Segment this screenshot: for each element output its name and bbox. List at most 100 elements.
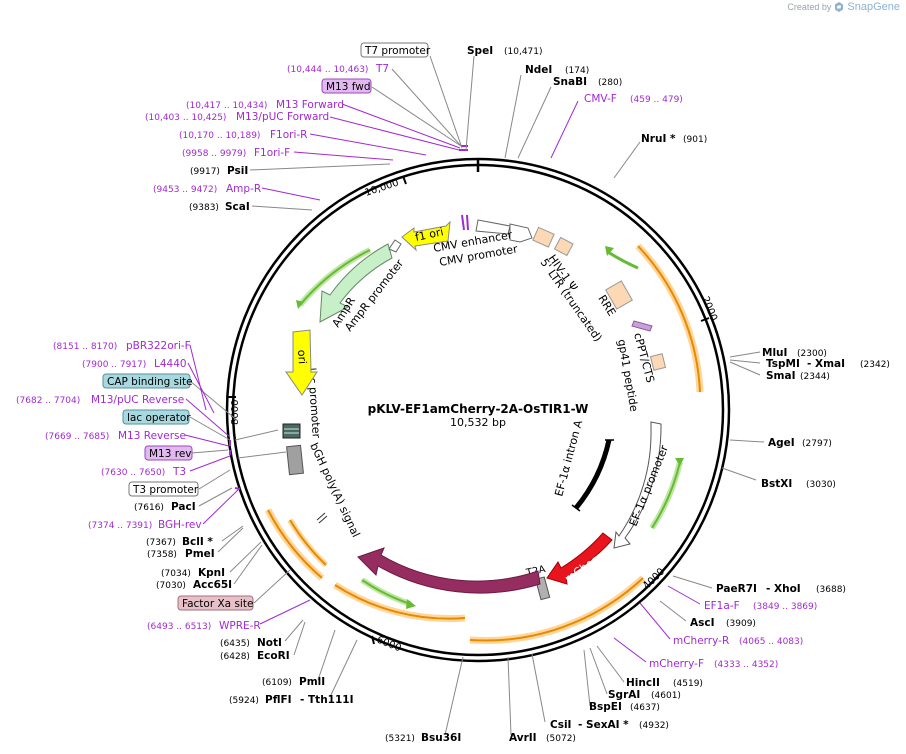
leader-ecori (293, 621, 306, 656)
orf-bands (264, 243, 704, 644)
site-f1ori-r: F1ori-R (270, 129, 307, 141)
leader-noti (284, 619, 304, 642)
feature-label-ef1a-intron: EF-1α intron A (552, 418, 585, 497)
box-cap-binding (102, 373, 191, 389)
leader-wpre-r (259, 599, 311, 625)
orf-arrow-ef1a-line (651, 461, 681, 529)
site-pos-bgh-rev: (7374 .. 7391) (88, 521, 152, 531)
leader-spei (465, 55, 475, 151)
plasmid-title: pKLV-EF1amCherry-2A-OsTIR1-W 10,532 bp (368, 402, 589, 429)
site-pos-pmei: (7358) (147, 550, 177, 560)
leader-agei (729, 439, 765, 443)
credit-brand: SnapGene (847, 1, 900, 13)
site-pos-pmli: (6109) (262, 678, 292, 688)
site-pos-hincii: (4519) (673, 679, 703, 689)
leader-snabi (517, 86, 552, 159)
site-t7-promoter: T7 promoter (364, 45, 431, 57)
site-pos-bcli: (7367) (146, 538, 176, 548)
site-xhoi: - XhoI (766, 583, 801, 595)
leader-pmli (317, 629, 336, 681)
feature-bgh-mark-1 (316, 512, 326, 521)
site-pos-bstxi: (3030) (806, 480, 836, 490)
orf-arrow-right (607, 250, 639, 270)
feature-f1-ori (401, 220, 451, 252)
site-pos-agei: (2797) (802, 439, 832, 449)
leader-f1ori-f (293, 151, 394, 161)
leader-mcherry-f (613, 637, 647, 663)
orf-band-lower-left-line (267, 509, 323, 579)
site-pos-sexai: (4932) (639, 721, 669, 731)
leader-t7 (391, 68, 462, 147)
leader-tspmi (729, 359, 761, 364)
leader-asci (659, 600, 687, 622)
site-bstxi: BstXI (761, 478, 792, 490)
site-pos-nrui: (901) (683, 135, 707, 145)
site-pos-ef1a-f: (3849 .. 3869) (753, 602, 817, 612)
site-bcli: BclI * (182, 536, 213, 548)
box-m13-rev (144, 445, 193, 461)
leader-bsu36i (444, 656, 464, 736)
leader-psii (249, 163, 391, 171)
leader-pbr322 (189, 344, 207, 411)
site-cmv-f: CMV-F (584, 93, 617, 105)
leader-f1ori-r (309, 133, 427, 156)
feature-ef1a-intron-a (574, 439, 612, 510)
site-lac-operator: lac operator (127, 412, 191, 424)
leader-kpni (229, 541, 262, 573)
feature-gp41-peptide (649, 353, 667, 371)
site-tspmi: TspMI (766, 358, 800, 370)
tick-label-6000: 6000 (375, 635, 403, 655)
site-acc65i: Acc65I (193, 579, 232, 591)
orf-band-bottom-line (334, 584, 466, 620)
feature-label-bgh: bGH poly(A) signal (307, 441, 362, 540)
leader-t3 (189, 455, 231, 472)
leader-lac-op (189, 416, 231, 441)
leader-cap (189, 380, 239, 422)
feature-cmv-enhancer-arrow (475, 219, 511, 235)
site-pos-m13-reverse: (7669 .. 7685) (45, 432, 109, 442)
leader-factor-xa (253, 569, 291, 604)
site-pos-scai: (9383) (189, 203, 219, 213)
site-pmei: PmeI (185, 548, 215, 560)
leader-lines (184, 55, 765, 736)
feature-cmv-promoter-arrow (509, 223, 533, 243)
leader-m13forward (341, 103, 461, 149)
feature-ef1a-promoter (613, 421, 662, 549)
site-asci: AscI (690, 617, 715, 629)
site-avrii: AvrII (509, 732, 537, 744)
orf-band-lower-right-line (469, 577, 644, 642)
feature-bgh-polya (286, 444, 304, 476)
site-smai: SmaI (766, 370, 796, 382)
site-psii: PsiI (227, 165, 248, 177)
feature-label-ef1a-promoter: EF-1α promoter (627, 443, 671, 528)
leader-xhoi (672, 575, 713, 589)
site-xmai: - XmaI (807, 358, 845, 370)
site-hincii: HincII (626, 677, 660, 689)
feature-ef1a-intron-a-cap-end (571, 504, 581, 512)
leader-hincii (596, 645, 625, 683)
leader-bgh-rev (202, 487, 241, 525)
site-pos-ndei: (174) (565, 66, 589, 76)
leader-sgrai (589, 647, 608, 695)
site-pos-cmv-f: (459 .. 479) (630, 95, 683, 105)
site-m13-forward: M13 Forward (276, 99, 344, 111)
feature-hiv1-psi (532, 226, 555, 248)
site-m13puc-reverse: M13/pUC Reverse (91, 394, 184, 406)
orf-band-lower-left (264, 508, 325, 581)
site-nrui: NruI * (641, 133, 676, 145)
primer-marks-f1 (461, 214, 469, 231)
leader-sexai (531, 653, 546, 723)
leader-scai (251, 205, 313, 211)
tick-label-10000: 10,000 (364, 178, 401, 199)
site-pbr322: pBR322ori-F (126, 340, 191, 352)
feature-ampr-promoter (388, 239, 402, 253)
feature-label-lac-promoter: lac promoter (305, 367, 323, 439)
site-noti: NotI (257, 637, 282, 649)
leader-m13rev (191, 449, 229, 454)
site-m13-fwd: M13 fwd (326, 81, 371, 93)
site-csii: CsiI (550, 719, 571, 731)
leader-t7-promoter (429, 55, 463, 149)
feature-label-ori: ori (295, 349, 309, 364)
leader-lac-promoter-inner (234, 429, 279, 441)
